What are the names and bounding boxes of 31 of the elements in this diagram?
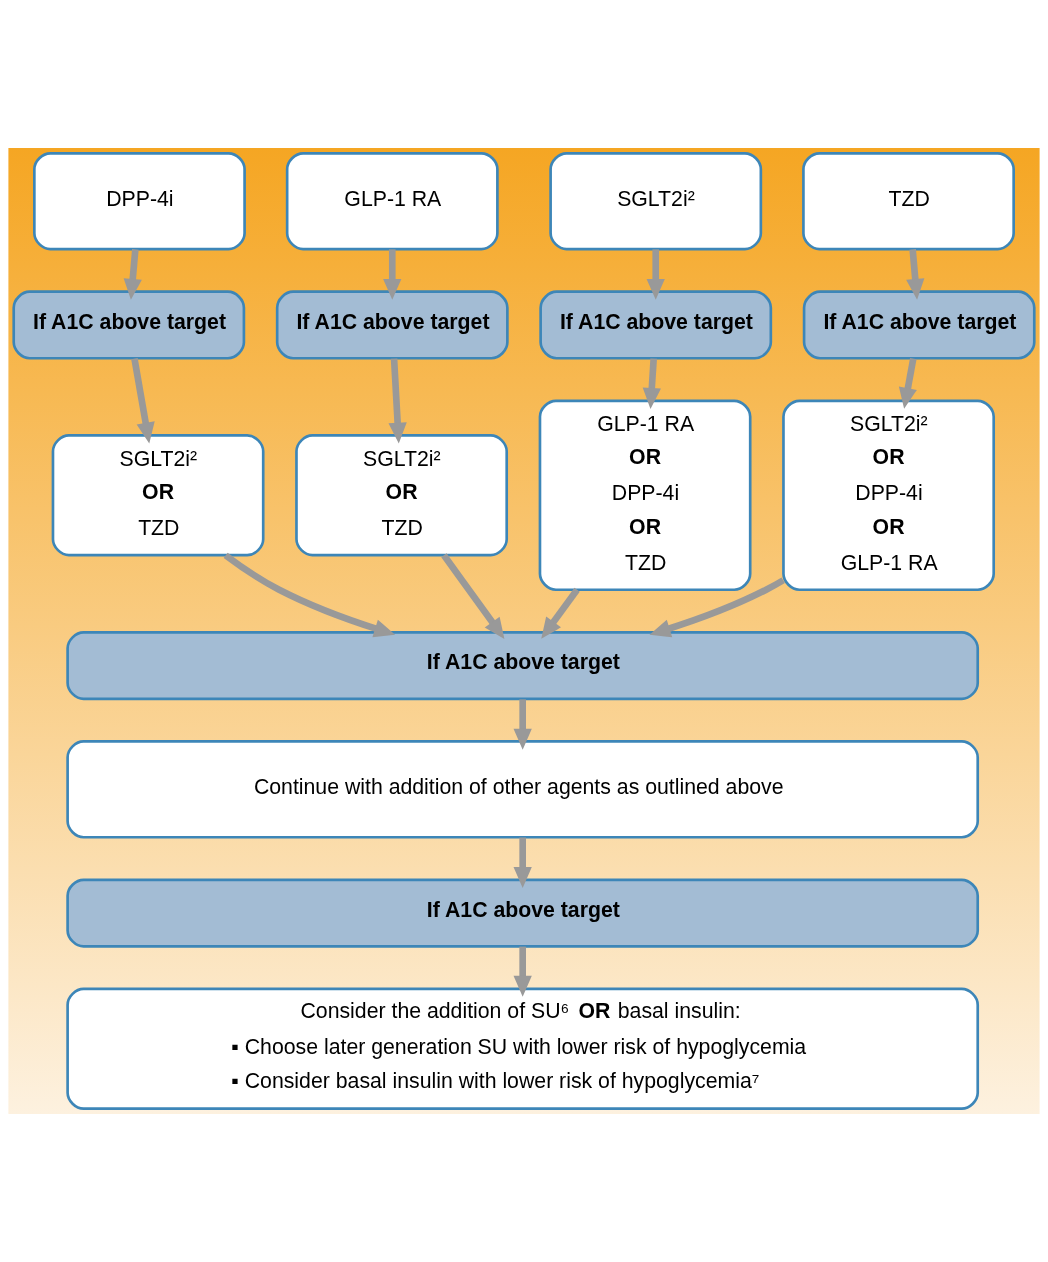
node-box: If A1C above target xyxy=(66,631,980,701)
node-box: GLP-1 RA xyxy=(285,152,499,251)
node-box: GLP-1 RA OR DPP-4i OR TZD xyxy=(538,399,752,592)
arrow xyxy=(649,577,785,638)
arrow xyxy=(642,358,661,409)
node-box: Consider the addition of SU⁶ OR basal insulin: ▪ Choose later generation SU with lower risk of hypoglycemia ▪ Consider basal insulin with lower risk of hypoglycemia⁷ xyxy=(66,987,980,1110)
node-box: If A1C above target xyxy=(275,290,509,360)
node-box: DPP-4i xyxy=(33,152,246,251)
node-box: If A1C above target xyxy=(539,290,773,360)
node-box: If A1C above target xyxy=(802,290,1036,360)
node-box: TZD xyxy=(802,152,1015,251)
arrow xyxy=(131,358,155,444)
arrow xyxy=(541,587,580,639)
node-box: Continue with addition of other agents as outlined above xyxy=(66,740,980,839)
node-box: SGLT2i² xyxy=(549,152,763,251)
arrow xyxy=(223,552,396,638)
node-box: SGLT2i² OR TZD xyxy=(295,434,509,557)
node-box: SGLT2i² OR TZD xyxy=(51,434,265,557)
arrow xyxy=(906,249,925,300)
arrow xyxy=(383,249,402,300)
arrow xyxy=(646,249,665,300)
arrow xyxy=(513,837,532,888)
node-box: If A1C above target xyxy=(66,878,980,948)
arrow xyxy=(898,358,917,409)
arrow xyxy=(388,358,407,444)
node-box: If A1C above target xyxy=(12,290,246,360)
arrow xyxy=(513,946,532,997)
arrow xyxy=(513,699,532,750)
arrow xyxy=(441,553,505,639)
node-box: SGLT2i² OR DPP-4i OR GLP-1 RA xyxy=(782,399,996,592)
arrow xyxy=(123,249,142,300)
